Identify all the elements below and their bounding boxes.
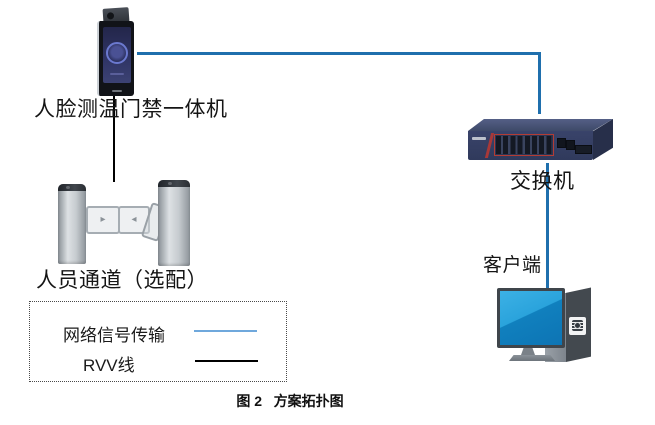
- gate-left-pillar: [58, 184, 86, 264]
- tower-logo-sticker: [569, 317, 586, 335]
- tower-logo-dot: [574, 322, 581, 329]
- network-switch-device: [468, 117, 614, 163]
- face-terminal-label: 人脸测温门禁一体机: [34, 97, 228, 121]
- face-outline-icon: [106, 41, 128, 64]
- turnstile-label: 人员通道（选配）: [36, 268, 208, 292]
- gate-pillar-cap: [58, 184, 86, 191]
- gate-pillar-bolt: [66, 186, 71, 189]
- network-line-switch-to-client: [546, 163, 549, 290]
- legend-box: 网络信号传输 RVV线: [29, 301, 287, 382]
- switch-port-row-top: [496, 136, 552, 145]
- gate-right-pillar: [158, 180, 190, 266]
- screen-text-placeholder: [110, 73, 124, 75]
- switch-port-block: [494, 134, 554, 156]
- switch-brand-mark: [472, 137, 486, 140]
- gate-left-wing: ▸: [86, 206, 120, 234]
- monitor-stand-neck: [521, 348, 535, 355]
- rvv-line-terminal-to-gate: [113, 92, 115, 182]
- face-terminal-body: [97, 21, 134, 96]
- legend-network-line-sample: [194, 330, 257, 332]
- network-line-terminal-to-switch-horizontal: [137, 52, 541, 55]
- gate-pillar-cap: [158, 180, 190, 187]
- switch-port-row-bottom: [496, 145, 552, 154]
- gate-pillar-bolt: [167, 182, 172, 185]
- switch-label: 交换机: [510, 169, 575, 193]
- camera-lens-icon: [106, 12, 115, 20]
- legend-rvv-line-sample: [195, 360, 258, 362]
- device-logo: [111, 90, 122, 92]
- switch-sfp-slot: [575, 145, 592, 154]
- legend-rvv-label: RVV线: [83, 356, 135, 375]
- legend-network-label: 网络信号传输: [63, 326, 165, 345]
- turnstile-gate: ▸ ◂: [56, 178, 192, 266]
- monitor-stand-base: [509, 355, 555, 361]
- network-line-terminal-to-switch-vertical: [538, 52, 541, 114]
- face-terminal-screen: [103, 27, 131, 83]
- monitor-icon: [497, 288, 565, 348]
- switch-uplink-port: [557, 138, 566, 148]
- monitor-screen: [500, 291, 562, 345]
- face-terminal-device: [95, 7, 137, 98]
- switch-side-face: [593, 119, 613, 160]
- switch-uplink-port: [566, 140, 575, 150]
- client-label: 客户端: [483, 255, 542, 276]
- figure-caption: 图 2 方案拓扑图: [236, 393, 344, 409]
- switch-top-face: [468, 119, 613, 131]
- client-computer-device: [494, 286, 596, 368]
